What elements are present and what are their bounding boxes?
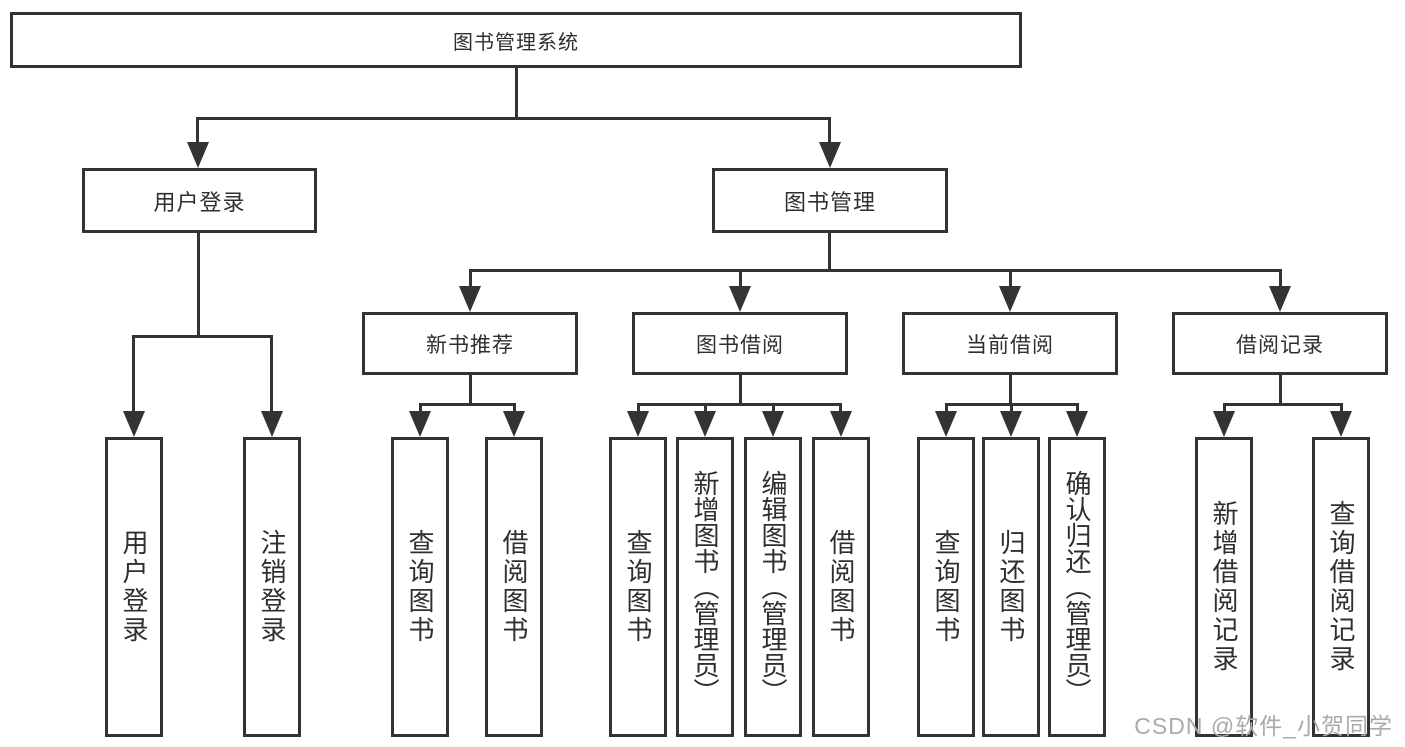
leaf-query-books-borrowing: 查询图书 <box>609 437 667 737</box>
csdn-watermark: CSDN @软件_小贺同学 <box>1134 713 1393 739</box>
connector-leaf-drop <box>704 403 707 413</box>
connector-leaf-drop <box>637 403 640 413</box>
connector-user-login-rail <box>132 335 273 338</box>
connector-records-stub <box>1279 375 1282 405</box>
node-book-management: 图书管理 <box>712 168 948 233</box>
node-borrowing-records: 借阅记录 <box>1172 312 1388 375</box>
connector-recommend-stub <box>469 375 472 405</box>
connector-leaf-drop <box>1076 403 1079 413</box>
arrow-down-icon <box>409 411 431 437</box>
connector-borrowing-rail <box>637 403 842 406</box>
node-system-root: 图书管理系统 <box>10 12 1022 68</box>
arrow-down-icon <box>830 411 852 437</box>
leaf-return-books: 归还图书 <box>982 437 1040 737</box>
node-new-book-recommendation: 新书推荐 <box>362 312 578 375</box>
connector-book-mgmt-drop <box>828 117 831 147</box>
connector-leaf-drop <box>132 335 135 415</box>
leaf-confirm-return-admin: 确认归还（管理员） <box>1048 437 1106 737</box>
connector-borrowing-stub <box>739 375 742 405</box>
connector-leaf-drop <box>513 403 516 413</box>
leaf-query-books-current: 查询图书 <box>917 437 975 737</box>
arrow-down-icon <box>935 411 957 437</box>
connector-leaf-drop <box>1223 403 1226 413</box>
leaf-borrow-books-recommend: 借阅图书 <box>485 437 543 737</box>
connector-level3-drop <box>469 269 472 287</box>
leaf-logout: 注销登录 <box>243 437 301 737</box>
arrow-down-icon <box>819 142 841 168</box>
connector-user-login-stub <box>197 233 200 337</box>
connector-leaf-drop <box>945 403 948 413</box>
connector-records-rail <box>1223 403 1343 406</box>
node-user-login: 用户登录 <box>82 168 317 233</box>
arrow-down-icon <box>1000 411 1022 437</box>
connector-leaf-drop <box>419 403 422 413</box>
arrow-down-icon <box>1066 411 1088 437</box>
arrow-down-icon <box>503 411 525 437</box>
connector-level2-rail <box>197 117 831 120</box>
node-book-borrowing: 图书借阅 <box>632 312 848 375</box>
leaf-add-book-admin: 新增图书（管理员） <box>676 437 734 737</box>
connector-leaf-drop <box>772 403 775 413</box>
connector-level3-drop <box>1279 269 1282 287</box>
connector-level3-drop <box>1009 269 1012 287</box>
connector-leaf-drop <box>1010 403 1013 413</box>
connector-root-stub <box>515 68 518 119</box>
connector-leaf-drop <box>839 403 842 413</box>
arrow-down-icon <box>729 286 751 312</box>
connector-level3-rail <box>469 269 1281 272</box>
node-current-borrowing: 当前借阅 <box>902 312 1118 375</box>
connector-current-stub <box>1009 375 1012 405</box>
arrow-down-icon <box>261 411 283 437</box>
leaf-query-borrow-record: 查询借阅记录 <box>1312 437 1370 737</box>
arrow-down-icon <box>1330 411 1352 437</box>
arrow-down-icon <box>627 411 649 437</box>
connector-level3-drop <box>739 269 742 287</box>
connector-leaf-drop <box>1340 403 1343 413</box>
leaf-borrow-books-borrowing: 借阅图书 <box>812 437 870 737</box>
connector-book-mgmt-stub <box>828 233 831 271</box>
arrow-down-icon <box>187 142 209 168</box>
leaf-edit-book-admin: 编辑图书（管理员） <box>744 437 802 737</box>
arrow-down-icon <box>1269 286 1291 312</box>
arrow-down-icon <box>123 411 145 437</box>
connector-leaf-drop <box>270 335 273 415</box>
arrow-down-icon <box>459 286 481 312</box>
leaf-add-borrow-record: 新增借阅记录 <box>1195 437 1253 737</box>
arrow-down-icon <box>694 411 716 437</box>
connector-user-login-drop <box>196 117 199 147</box>
arrow-down-icon <box>1213 411 1235 437</box>
leaf-user-login: 用户登录 <box>105 437 163 737</box>
arrow-down-icon <box>762 411 784 437</box>
leaf-query-books-recommend: 查询图书 <box>391 437 449 737</box>
connector-recommend-rail <box>419 403 516 406</box>
arrow-down-icon <box>999 286 1021 312</box>
